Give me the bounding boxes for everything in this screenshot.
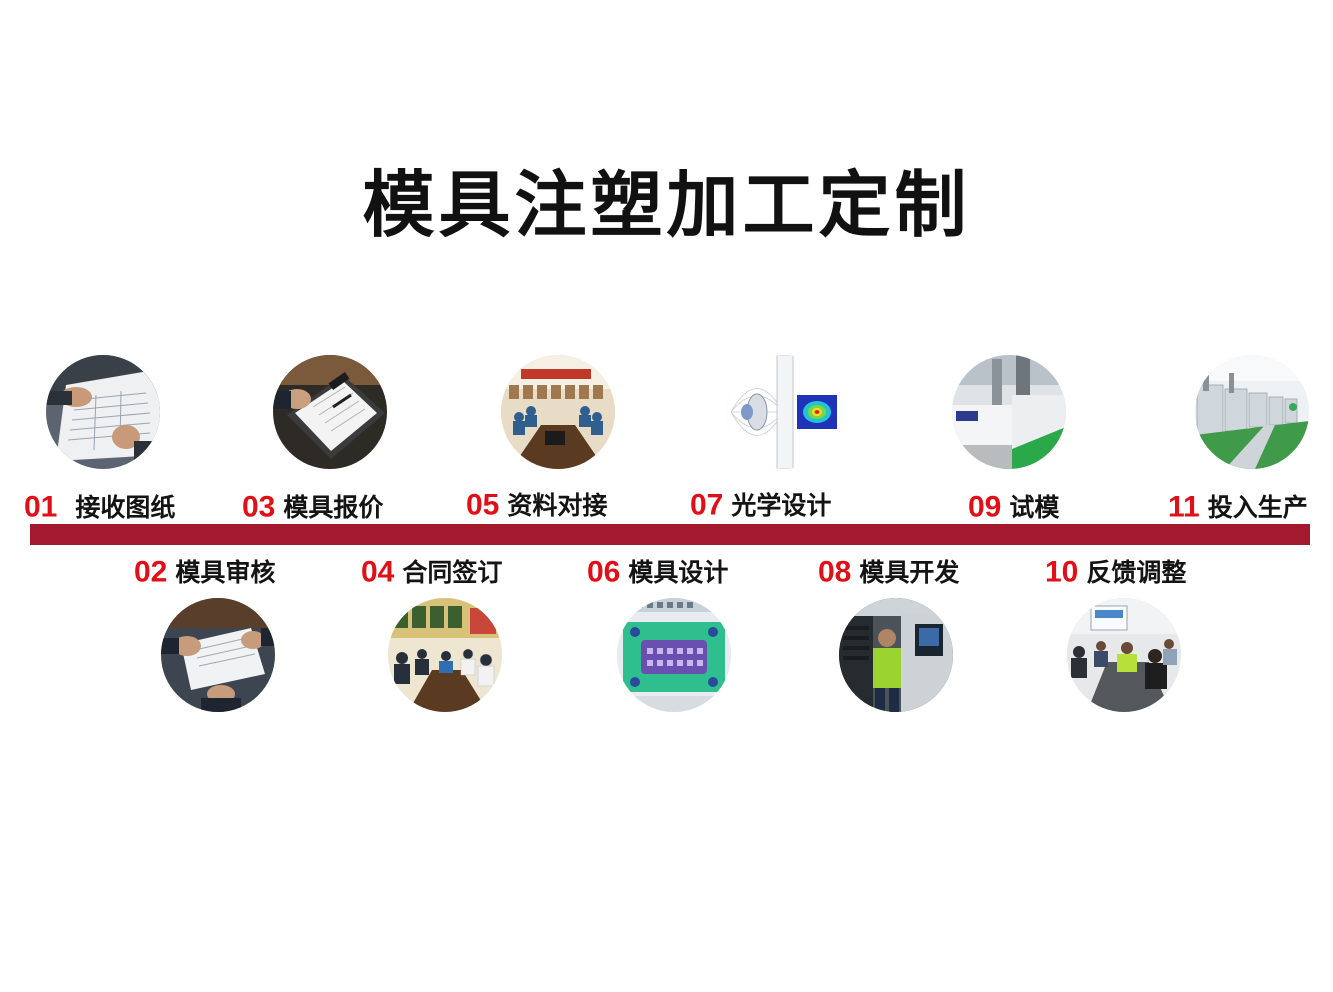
step-number: 08 (818, 555, 852, 589)
meeting-room-icon (388, 598, 502, 712)
cnc-machining-icon (839, 598, 953, 712)
step-name: 资料对接 (507, 490, 608, 520)
step-number: 06 (587, 555, 621, 589)
document-handover-icon (161, 598, 275, 712)
step-name: 试模 (1009, 492, 1060, 522)
step-01-photo (46, 355, 160, 469)
cad-mold-design-icon (617, 598, 731, 712)
optical-simulation-icon (727, 355, 841, 469)
step-05-photo (501, 355, 615, 469)
step-10-photo (1067, 598, 1181, 712)
step-name: 投入生产 (1207, 492, 1308, 522)
step-name: 模具开发 (859, 557, 960, 587)
step-11-photo (1195, 355, 1309, 469)
step-number: 02 (134, 555, 168, 589)
injection-machine-icon (952, 355, 1066, 469)
step-name: 反馈调整 (1086, 557, 1187, 587)
step-02-photo (161, 598, 275, 712)
step-09-photo (952, 355, 1066, 469)
step-name: 接收图纸 (75, 492, 176, 522)
step-number: 03 (242, 490, 276, 524)
step-number: 11 (1168, 490, 1200, 524)
step-name: 合同签订 (402, 557, 503, 587)
step-03-photo (273, 355, 387, 469)
step-07-photo (727, 355, 841, 469)
step-06-photo (617, 598, 731, 712)
step-number: 01 (24, 490, 58, 524)
step-04-photo (388, 598, 502, 712)
step-number: 07 (690, 488, 724, 522)
timeline-bar (30, 524, 1310, 545)
step-name: 光学设计 (731, 490, 832, 520)
step-number: 10 (1045, 555, 1079, 589)
step-name: 模具设计 (628, 557, 729, 587)
step-name: 模具报价 (283, 492, 384, 522)
conference-table-icon (501, 355, 615, 469)
feedback-meeting-icon (1067, 598, 1181, 712)
step-number: 05 (466, 488, 500, 522)
step-01-label: 01 接收图纸 (24, 490, 175, 524)
step-08-photo (839, 598, 953, 712)
step-number: 09 (968, 490, 1002, 524)
clipboard-signing-icon (273, 355, 387, 469)
step-name: 模具审核 (175, 557, 276, 587)
drawing-review-icon (46, 355, 160, 469)
production-line-icon (1195, 355, 1309, 469)
step-number: 04 (361, 555, 395, 589)
page-title: 模具注塑加工定制 (362, 163, 971, 247)
